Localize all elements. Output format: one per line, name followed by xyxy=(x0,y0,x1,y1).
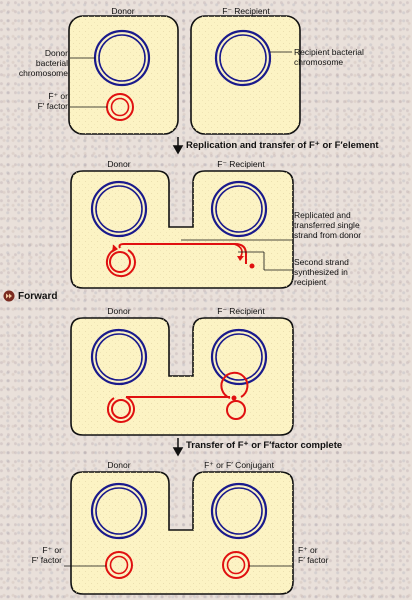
recipient-chromosome xyxy=(210,328,268,386)
donor-chromosome xyxy=(90,180,148,238)
factor-label: F⁺ or F′ factor xyxy=(37,91,68,111)
step-2-caption: Transfer of F⁺ or F′factor complete xyxy=(186,440,343,451)
recipient-label: F⁻ Recipient xyxy=(217,159,265,169)
donor-label: Donor xyxy=(107,306,131,316)
donor-plasmid-replicating xyxy=(106,244,136,278)
donor-chromosome xyxy=(90,482,148,540)
donor-chromosome xyxy=(90,328,148,386)
conjugant-label: F⁺ or F′ Conjugant xyxy=(204,460,274,470)
second-strand-label: Second strand synthesized in recipient xyxy=(294,257,349,287)
recipient-chromosome xyxy=(214,29,272,87)
recipient-label: F⁻ Recipient xyxy=(217,306,265,316)
donor-label: Donor xyxy=(111,6,135,16)
step-arrow-2-icon xyxy=(172,438,184,457)
forward-button[interactable]: Forward xyxy=(3,290,57,302)
forward-label: Forward xyxy=(18,290,58,302)
donor-factor-plasmid xyxy=(105,551,133,579)
left-factor-label: F⁺ or F′ factor xyxy=(31,545,62,565)
right-factor-label: F⁺ or F′ factor xyxy=(298,545,329,565)
donor-label: Donor xyxy=(107,159,131,169)
donor-label: Donor xyxy=(107,460,131,470)
strand-end-dot xyxy=(249,263,255,269)
donor-plasmid xyxy=(107,396,135,423)
donor-chromosome-label: Donor bacterial chromosome xyxy=(18,48,68,78)
recipient-label: F⁻ Recipient xyxy=(222,6,270,16)
forward-icon xyxy=(3,290,15,302)
panel-2 xyxy=(70,170,294,289)
panel-4 xyxy=(64,471,294,595)
panel-3 xyxy=(70,317,294,436)
step-arrow-1-icon xyxy=(172,137,184,155)
panel-1 xyxy=(68,15,301,135)
conjugant-factor-plasmid xyxy=(222,551,250,579)
conjugant-chromosome xyxy=(210,482,268,540)
step-1-caption: Replication and transfer of F⁺ or F′elem… xyxy=(186,140,379,151)
recipient-chromosome-label: Recipient bacterial chromosome xyxy=(294,47,364,67)
recipient-plasmid xyxy=(220,371,249,420)
replicated-strand-label: Replicated and transferred single strand… xyxy=(294,210,362,240)
recipient-chromosome xyxy=(210,180,268,238)
